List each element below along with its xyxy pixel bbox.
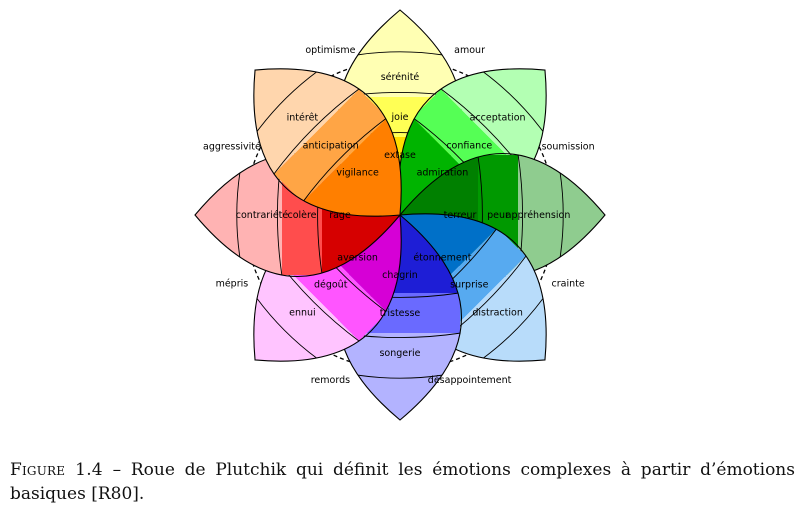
emotion-label: peur: [487, 210, 509, 221]
emotion-label: rage: [329, 210, 351, 221]
petal-band: [274, 89, 388, 203]
ring-arc: [482, 70, 545, 133]
emotion-label: colère: [287, 210, 316, 221]
label-group: extase joie sérénité admiration confiance acc…: [203, 45, 595, 386]
dyad-label: remords: [311, 375, 350, 386]
figure-caption: Figure 1.4 – Roue de Plutchik qui défini…: [10, 458, 795, 506]
emotion-label: sérénité: [381, 72, 420, 83]
ring-arc: [255, 70, 318, 133]
ring-arc: [356, 51, 444, 56]
dyad-label: désappointement: [428, 375, 512, 386]
emotion-label: surprise: [450, 279, 488, 290]
ring-arc: [255, 297, 318, 360]
ring-arc: [482, 297, 545, 360]
figure-label: Figure 1.4: [10, 460, 103, 480]
dyad-label: aggressivité: [203, 142, 261, 153]
emotion-label: vigilance: [336, 168, 379, 179]
emotion-label: ennui: [289, 308, 316, 319]
emotion-label: joie: [391, 112, 409, 123]
caption-text: – Roue de Plutchik qui définit les émoti…: [10, 460, 795, 504]
dyad-label: soumission: [542, 142, 595, 153]
emotion-label: admiration: [417, 168, 469, 179]
emotion-label: anticipation: [303, 141, 359, 152]
ring-arc: [236, 171, 241, 259]
emotion-label: appréhension: [506, 210, 571, 221]
dyad-label: mépris: [216, 278, 249, 289]
dyad-label: amour: [454, 45, 485, 56]
ring-arc: [302, 117, 387, 202]
emotion-label: chagrin: [382, 270, 418, 281]
emotion-label: dégoût: [314, 279, 348, 290]
emotion-label: distraction: [472, 308, 523, 319]
emotion-label: songerie: [379, 348, 420, 359]
emotion-label: aversion: [337, 252, 378, 263]
petal-outline: [253, 68, 402, 217]
dyad-label: crainte: [552, 278, 585, 289]
emotion-label: extase: [384, 150, 416, 161]
emotion-label: intérêt: [287, 112, 319, 123]
emotion-label: terreur: [444, 210, 477, 221]
ring-arc: [559, 171, 564, 259]
dyad-label: optimisme: [305, 45, 355, 56]
emotion-label: acceptation: [470, 112, 526, 123]
petal-band: [340, 10, 460, 97]
emotion-label: tristesse: [380, 308, 421, 319]
ring-arc: [272, 87, 361, 176]
emotion-label: étonnement: [413, 252, 471, 263]
emotion-label: confiance: [446, 141, 492, 152]
plutchik-wheel: extase joie sérénité admiration confiance acc…: [194, 9, 606, 421]
emotion-label: contrariété: [236, 210, 289, 221]
ring-arc: [356, 374, 444, 379]
